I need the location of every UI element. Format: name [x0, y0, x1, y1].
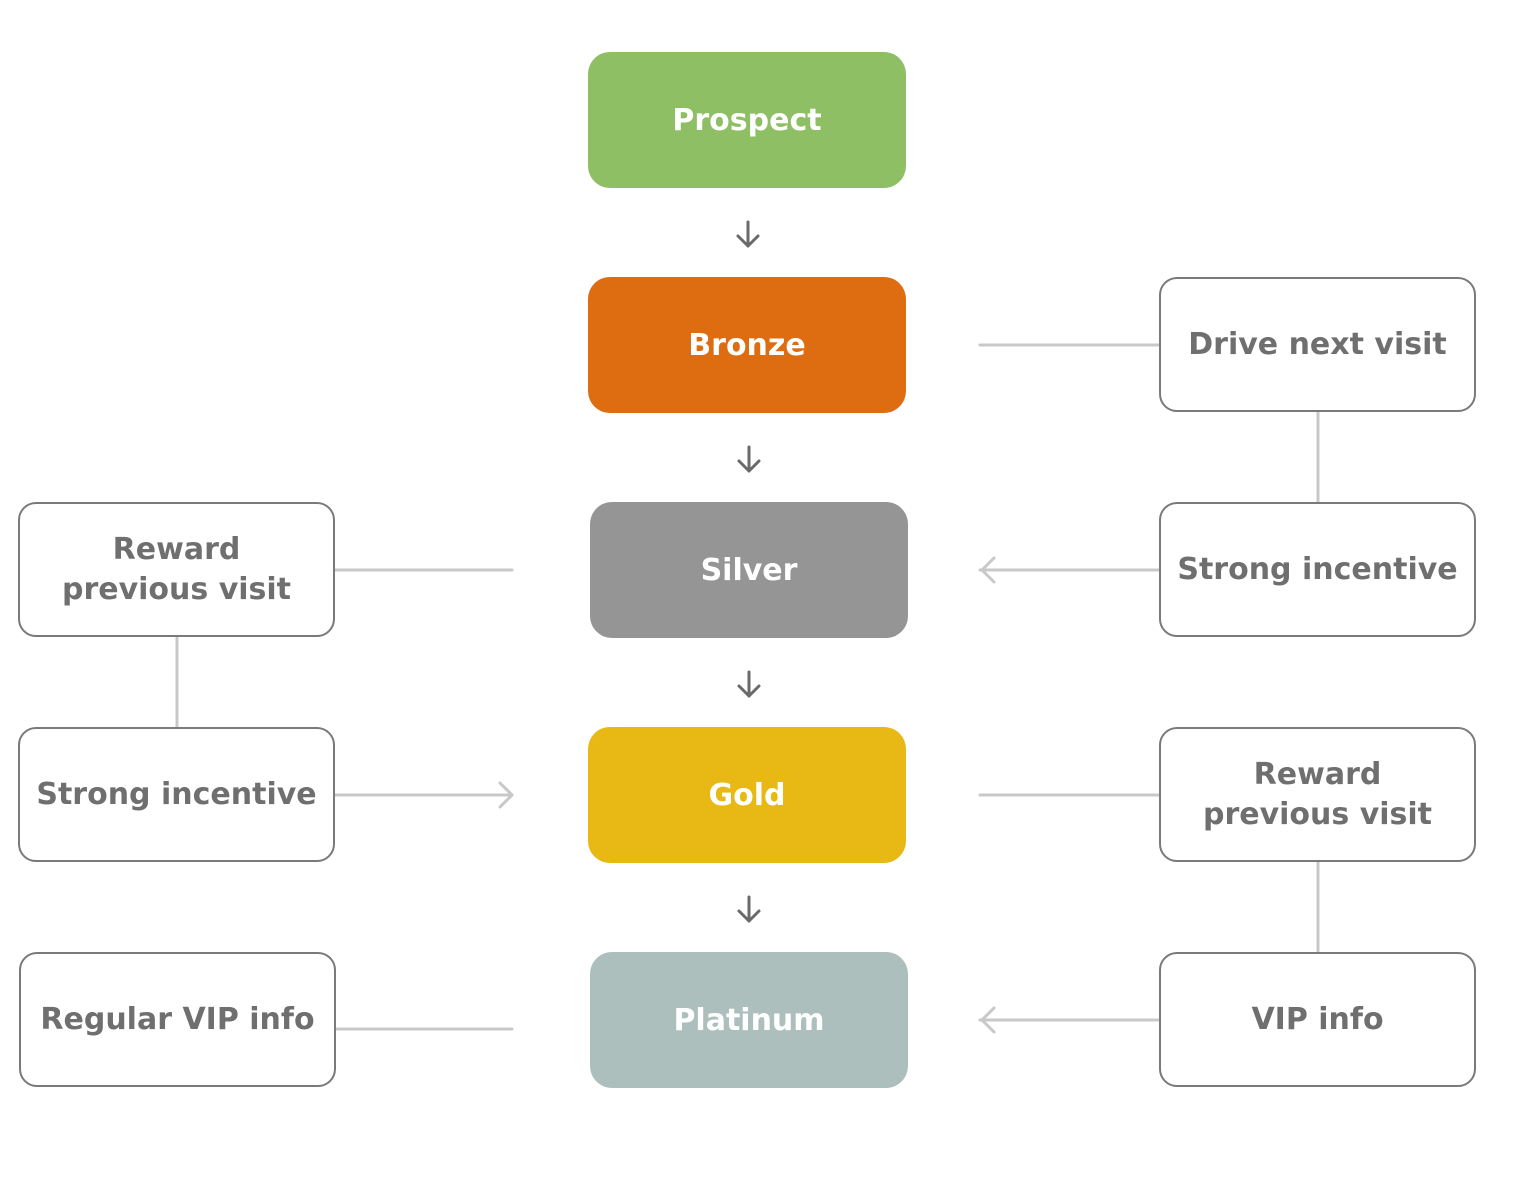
arrow-down-icon [737, 895, 761, 923]
action-label: Drive next visit [1188, 326, 1447, 362]
tier-platinum-label: Platinum [673, 1002, 825, 1038]
action-box-regular-vip-info: Regular VIP info [19, 952, 336, 1087]
tier-bronze-label: Bronze [688, 327, 806, 363]
action-label-line-2: previous visit [61, 571, 292, 607]
tier-gold: Gold [588, 727, 906, 863]
arrowhead-into-platinum [980, 1006, 996, 1034]
tier-bronze: Bronze [588, 277, 906, 413]
tier-gold-label: Gold [708, 777, 786, 813]
tier-platinum: Platinum [590, 952, 908, 1088]
action-box-strong-incentive-left: Strong incentive [18, 727, 335, 862]
action-label: VIP info [1251, 1001, 1384, 1037]
action-label-line-1: Reward [112, 531, 241, 567]
arrow-down-icon [737, 670, 761, 698]
tier-prospect-label: Prospect [672, 102, 822, 138]
action-label: Strong incentive [1177, 551, 1458, 587]
arrowhead-into-silver [980, 556, 996, 584]
arrow-down-icon [737, 445, 761, 473]
tier-silver: Silver [590, 502, 908, 638]
action-box-reward-previous-visit-left: Reward previous visit [18, 502, 335, 637]
arrow-down-icon [736, 220, 760, 248]
action-label-line-1: Reward [1253, 756, 1382, 792]
tier-silver-label: Silver [700, 552, 798, 588]
action-box-drive-next-visit: Drive next visit [1159, 277, 1476, 412]
action-label: Regular VIP info [40, 1001, 315, 1037]
action-box-strong-incentive-right: Strong incentive [1159, 502, 1476, 637]
action-label: Strong incentive [36, 776, 317, 812]
action-box-reward-previous-visit-right: Reward previous visit [1159, 727, 1476, 862]
action-label-line-2: previous visit [1202, 796, 1433, 832]
arrowhead-into-gold [498, 781, 514, 809]
tier-prospect: Prospect [588, 52, 906, 188]
action-box-vip-info: VIP info [1159, 952, 1476, 1087]
